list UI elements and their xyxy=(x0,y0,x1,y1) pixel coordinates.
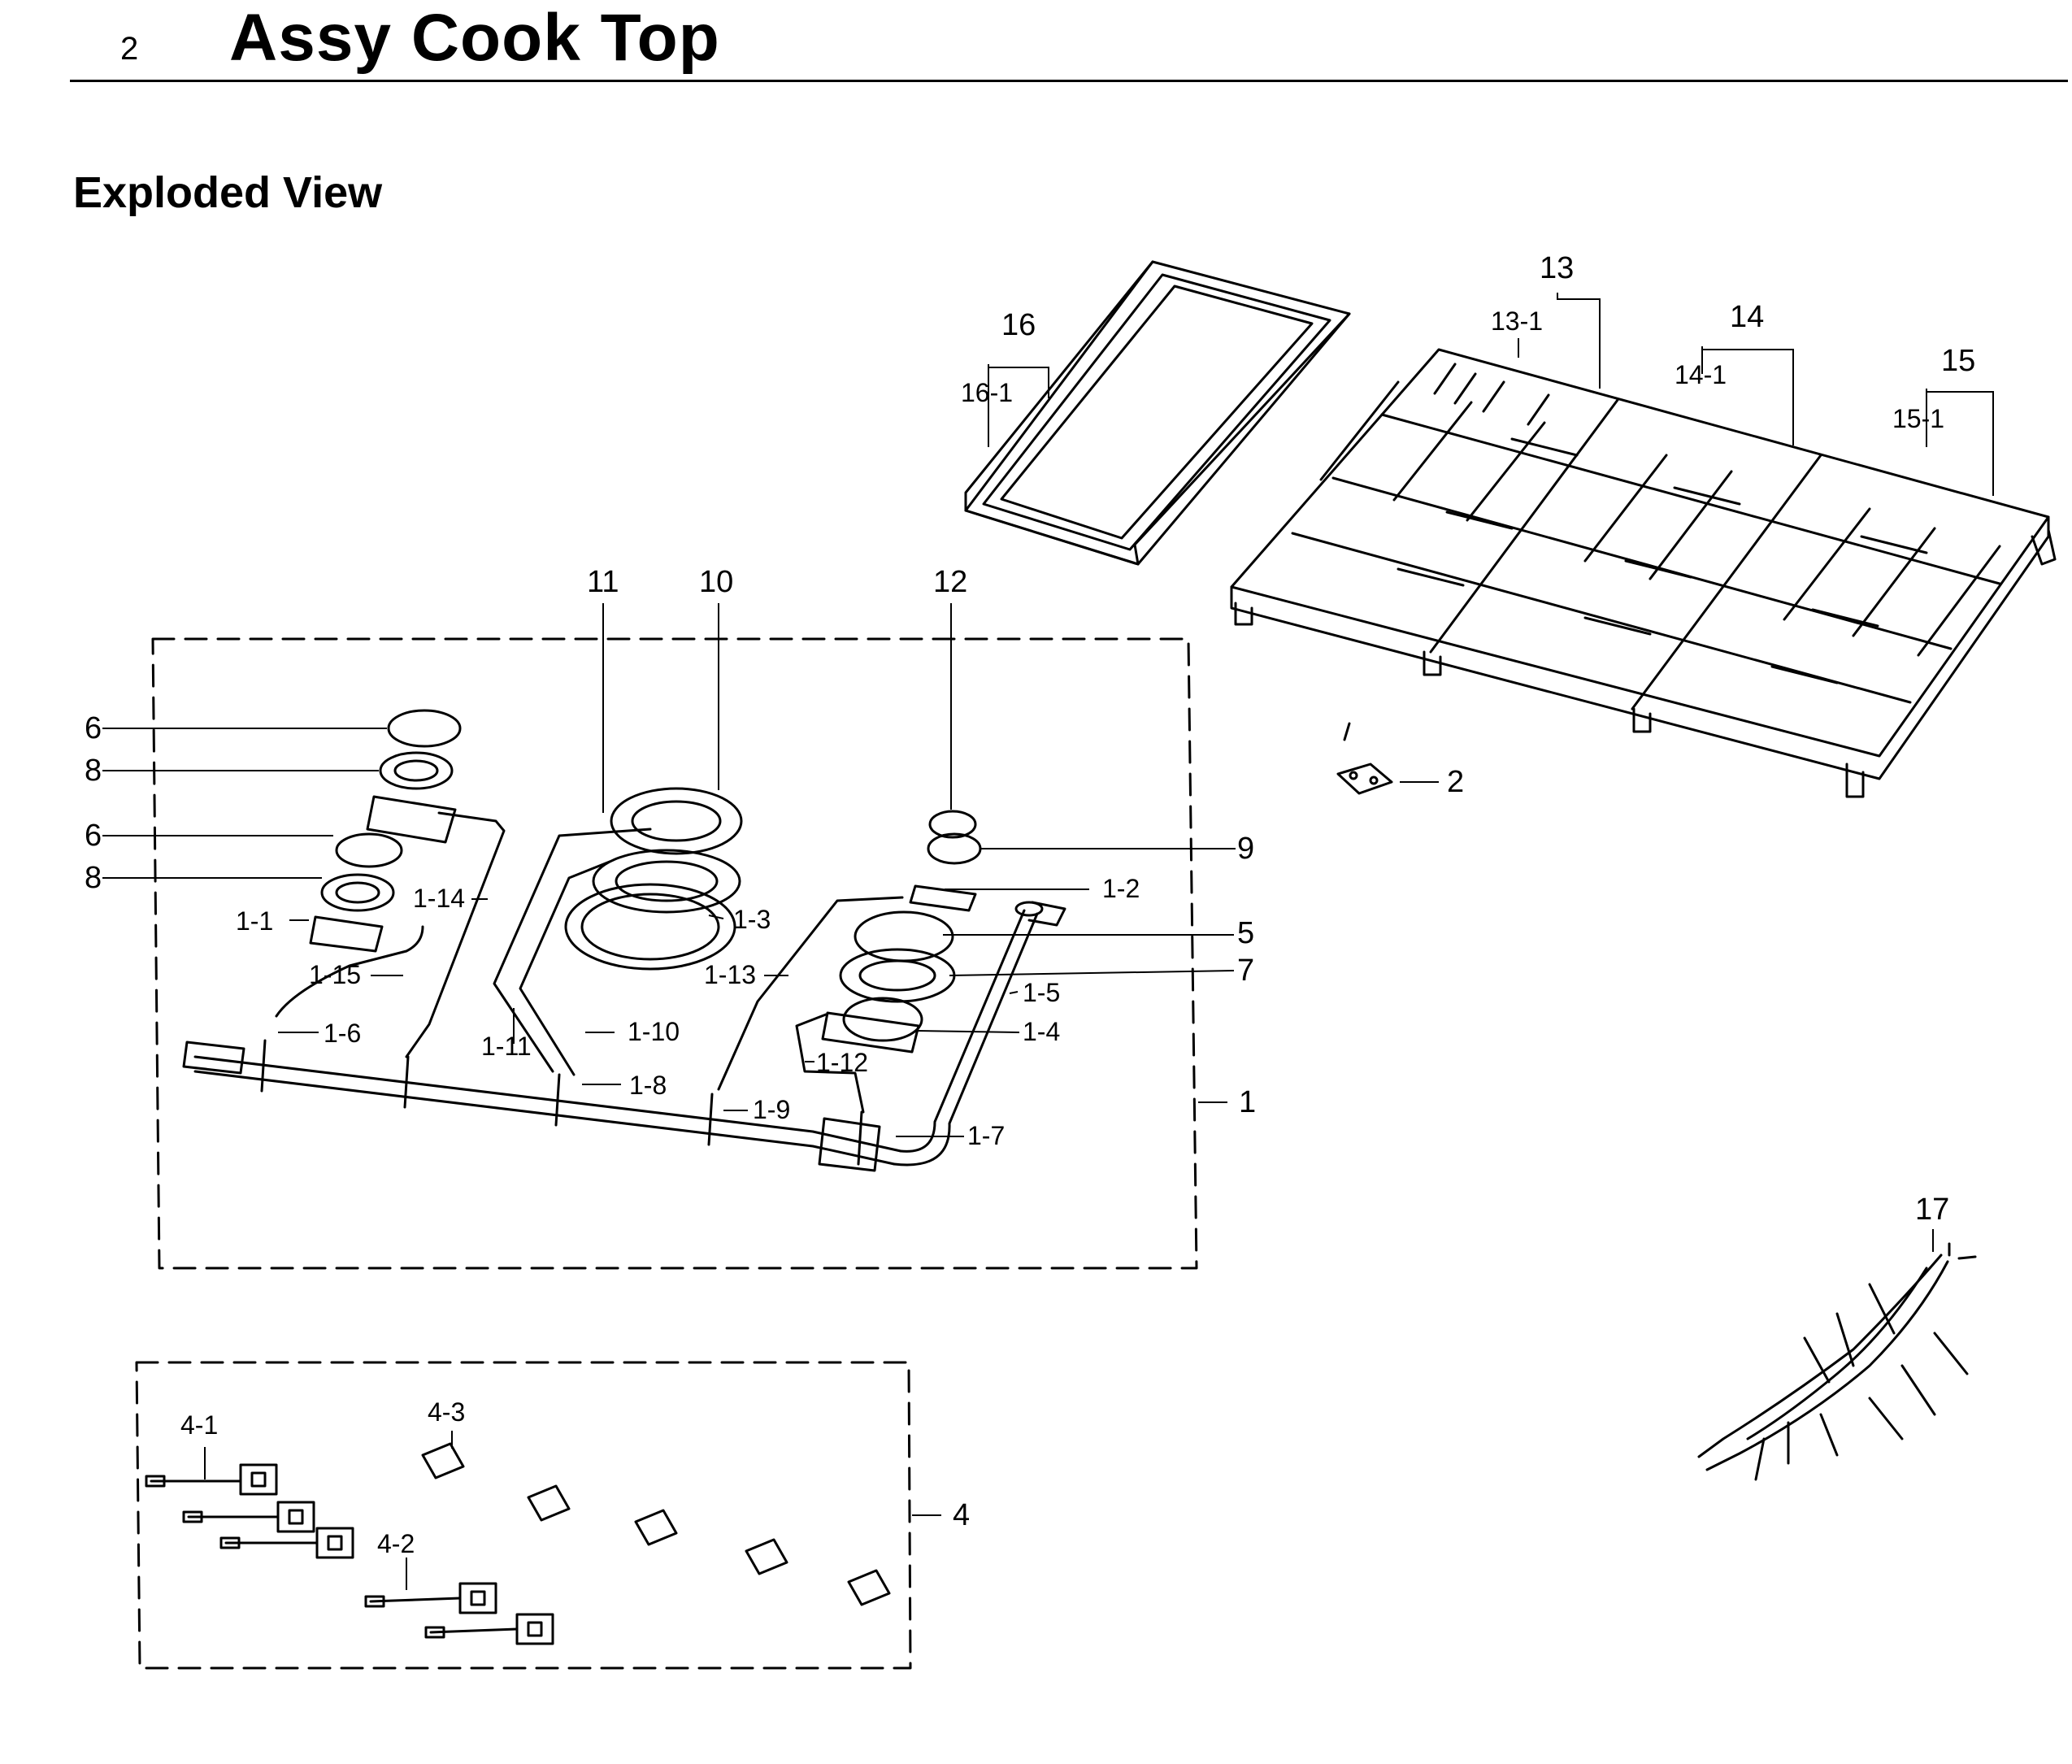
callout-1-10: 1-10 xyxy=(628,1017,680,1046)
callout-1-5: 1-5 xyxy=(1023,978,1060,1007)
callout-1-8: 1-8 xyxy=(629,1071,667,1100)
callout-1-1: 1-1 xyxy=(236,906,273,936)
callout-4-3: 4-3 xyxy=(428,1397,465,1427)
callout-5: 5 xyxy=(1237,916,1254,950)
callout-4: 4 xyxy=(953,1498,970,1532)
burner-switches xyxy=(421,1442,891,1606)
callout-7: 7 xyxy=(1237,954,1254,988)
callout-14: 14 xyxy=(1730,300,1764,334)
callout-1-9: 1-9 xyxy=(753,1095,790,1124)
callout-1-11: 1-11 xyxy=(481,1032,532,1061)
callout-1-15: 1-15 xyxy=(309,960,361,989)
burner-center-large xyxy=(564,787,743,971)
callout-13: 13 xyxy=(1540,251,1574,285)
section-title: Exploded View xyxy=(73,168,383,217)
callout-1-7: 1-7 xyxy=(967,1121,1005,1150)
gas-manifold xyxy=(182,811,1066,1172)
callout-1-13: 1-13 xyxy=(704,960,756,989)
griddle-part xyxy=(964,260,1351,566)
callout-2: 2 xyxy=(1447,765,1464,799)
callout-1-14: 1-14 xyxy=(413,884,465,913)
wire-harness xyxy=(1697,1242,1977,1481)
burner-assembly-boundary xyxy=(151,637,1198,1270)
callout-13-1: 13-1 xyxy=(1491,306,1543,336)
callout-4-1: 4-1 xyxy=(180,1410,218,1440)
igniter-group-boundary xyxy=(135,1361,912,1670)
callout-6: 6 xyxy=(85,819,102,853)
callout-12: 12 xyxy=(933,565,967,599)
callout-6: 6 xyxy=(85,711,102,745)
page-number: 2 xyxy=(120,31,139,67)
callout-4-2: 4-2 xyxy=(377,1529,415,1558)
header-rule xyxy=(70,80,2068,82)
callout-11: 11 xyxy=(587,565,619,599)
callout-14-1: 14-1 xyxy=(1675,360,1727,389)
callout-1-12: 1-12 xyxy=(816,1048,868,1077)
callout-1-2: 1-2 xyxy=(1102,874,1140,903)
callout-15-1: 15-1 xyxy=(1892,404,1944,433)
callout-16-1: 16-1 xyxy=(961,378,1013,407)
callout-8: 8 xyxy=(85,754,102,788)
page-title: Assy Cook Top xyxy=(229,1,720,75)
callout-15: 15 xyxy=(1941,344,1975,378)
callout-9: 9 xyxy=(1237,832,1254,866)
callout-1-3: 1-3 xyxy=(733,905,771,934)
callout-1: 1 xyxy=(1239,1085,1256,1119)
part-2 xyxy=(1336,722,1393,795)
grate-assembly xyxy=(1230,348,2057,798)
callout-16: 16 xyxy=(1001,308,1036,342)
callout-1-6: 1-6 xyxy=(324,1019,361,1048)
callout-10: 10 xyxy=(699,565,733,599)
callout-17: 17 xyxy=(1915,1193,1949,1227)
igniter-electrodes xyxy=(145,1463,554,1645)
callout-8: 8 xyxy=(85,861,102,895)
burner-right xyxy=(821,810,982,1054)
callout-1-4: 1-4 xyxy=(1023,1017,1060,1046)
burner-left-rear xyxy=(309,709,462,953)
